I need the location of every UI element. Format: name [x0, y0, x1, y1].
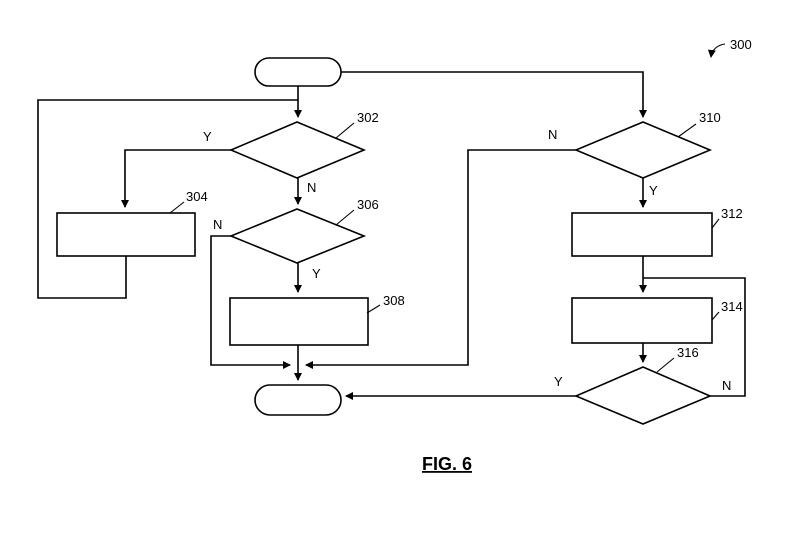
- branch-label-302-n: N: [307, 180, 316, 195]
- leader-306: [335, 209, 355, 226]
- end-terminal-shape: [254, 384, 342, 416]
- ref-arrow-300: [707, 43, 726, 58]
- process-312-shape: [571, 212, 713, 257]
- branch-label-302-y: Y: [203, 129, 212, 144]
- start-terminal-shape: [254, 57, 342, 87]
- ref-label-310: 310: [699, 110, 721, 125]
- ref-label-312: 312: [721, 206, 743, 221]
- ref-label-302: 302: [357, 110, 379, 125]
- edge-start-to-310: [341, 71, 647, 118]
- edge-302-yes-to-304: [121, 149, 231, 208]
- leader-316: [656, 357, 675, 373]
- ref-label-304: 304: [186, 189, 208, 204]
- leader-302: [335, 122, 355, 139]
- branch-label-316-n: N: [722, 378, 731, 393]
- decision-316-shape: [573, 366, 713, 425]
- decision-302-shape: [228, 121, 367, 179]
- branch-label-310-y: Y: [649, 183, 658, 198]
- ref-label-300: 300: [730, 37, 752, 52]
- branch-label-306-n: N: [213, 217, 222, 232]
- decision-310-shape: [573, 121, 713, 179]
- edge-316-no-loopback-to-314: [643, 277, 746, 397]
- branch-label-316-y: Y: [554, 374, 563, 389]
- edge-304-loopback-to-302: [37, 99, 298, 299]
- ref-label-306: 306: [357, 197, 379, 212]
- edge-306-no-to-end: [210, 235, 291, 369]
- edge-310-no-to-end: [305, 149, 576, 369]
- process-314-shape: [571, 297, 713, 344]
- leader-314: [711, 311, 720, 321]
- ref-label-314: 314: [721, 299, 743, 314]
- ref-label-316: 316: [677, 345, 699, 360]
- branch-label-306-y: Y: [312, 266, 321, 281]
- process-308-shape: [229, 297, 369, 346]
- leader-310: [677, 123, 697, 138]
- process-304-shape: [56, 212, 196, 257]
- decision-306-shape: [228, 208, 367, 264]
- leader-308: [366, 304, 381, 314]
- leader-304: [169, 201, 185, 214]
- leader-312: [711, 218, 720, 229]
- ref-label-308: 308: [383, 293, 405, 308]
- branch-label-310-n: N: [548, 127, 557, 142]
- figure-caption: FIG. 6: [422, 454, 472, 474]
